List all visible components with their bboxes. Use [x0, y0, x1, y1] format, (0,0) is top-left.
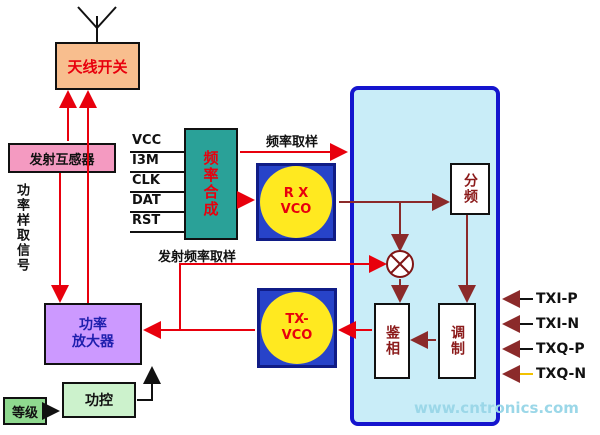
phase-detector-label: 鉴相	[384, 325, 400, 357]
ic-chip-outline	[350, 86, 500, 426]
tx-frequency-sample-label: 发射频率取样	[158, 250, 237, 265]
frequency-sample-label: 频率取样	[266, 135, 319, 150]
iq-input-label-txi-n: TXI-N	[536, 316, 580, 332]
antenna-switch-box: 天线开关	[55, 42, 140, 90]
transmit-transformer-box: 发射互感器	[8, 143, 116, 173]
frequency-divider-box: 分频	[450, 163, 490, 215]
rx-vco: R X VCO	[260, 166, 332, 238]
antenna-icon	[77, 6, 117, 42]
tx-vco-label: TX- VCO	[281, 311, 313, 343]
arrow-power-control-to-pa	[137, 366, 161, 401]
antenna-switch-label: 天线开关	[67, 57, 128, 76]
phase-detector-box: 鉴相	[374, 303, 410, 379]
power-sample-signal-label: 功率样取信号	[14, 183, 29, 273]
transmit-transformer-label: 发射互感器	[29, 152, 95, 168]
power-amplifier-label: 功率 放大器	[72, 316, 114, 351]
pin-label-clk: CLK	[130, 173, 184, 193]
level-label: 等级	[11, 405, 38, 421]
power-control-label: 功控	[85, 393, 113, 409]
pin-label-dat: DAT	[130, 193, 184, 213]
frequency-synthesizer-box: 频率合成	[184, 128, 238, 240]
level-box: 等级	[3, 397, 47, 425]
iq-input-label-txq-n: TXQ-N	[536, 366, 587, 382]
iq-input-label-txq-p: TXQ-P	[536, 341, 585, 357]
modulator-label: 调制	[449, 325, 465, 357]
frequency-synthesizer-label: 频率合成	[201, 150, 220, 218]
power-amplifier-box: 功率 放大器	[44, 303, 142, 365]
rx-vco-label: R X VCO	[280, 185, 312, 217]
tx-vco: TX- VCO	[261, 292, 333, 364]
modulator-box: 调制	[438, 303, 476, 379]
power-control-box: 功控	[62, 382, 136, 418]
iq-input-label-txi-p: TXI-P	[536, 291, 578, 307]
frequency-divider-label: 分频	[462, 173, 478, 205]
pin-label-rst: RST	[130, 213, 184, 233]
watermark-text: www.cntronics.com	[414, 399, 579, 417]
pin-label-13m: I3M	[130, 153, 184, 173]
pin-label-vcc: VCC	[130, 133, 184, 153]
